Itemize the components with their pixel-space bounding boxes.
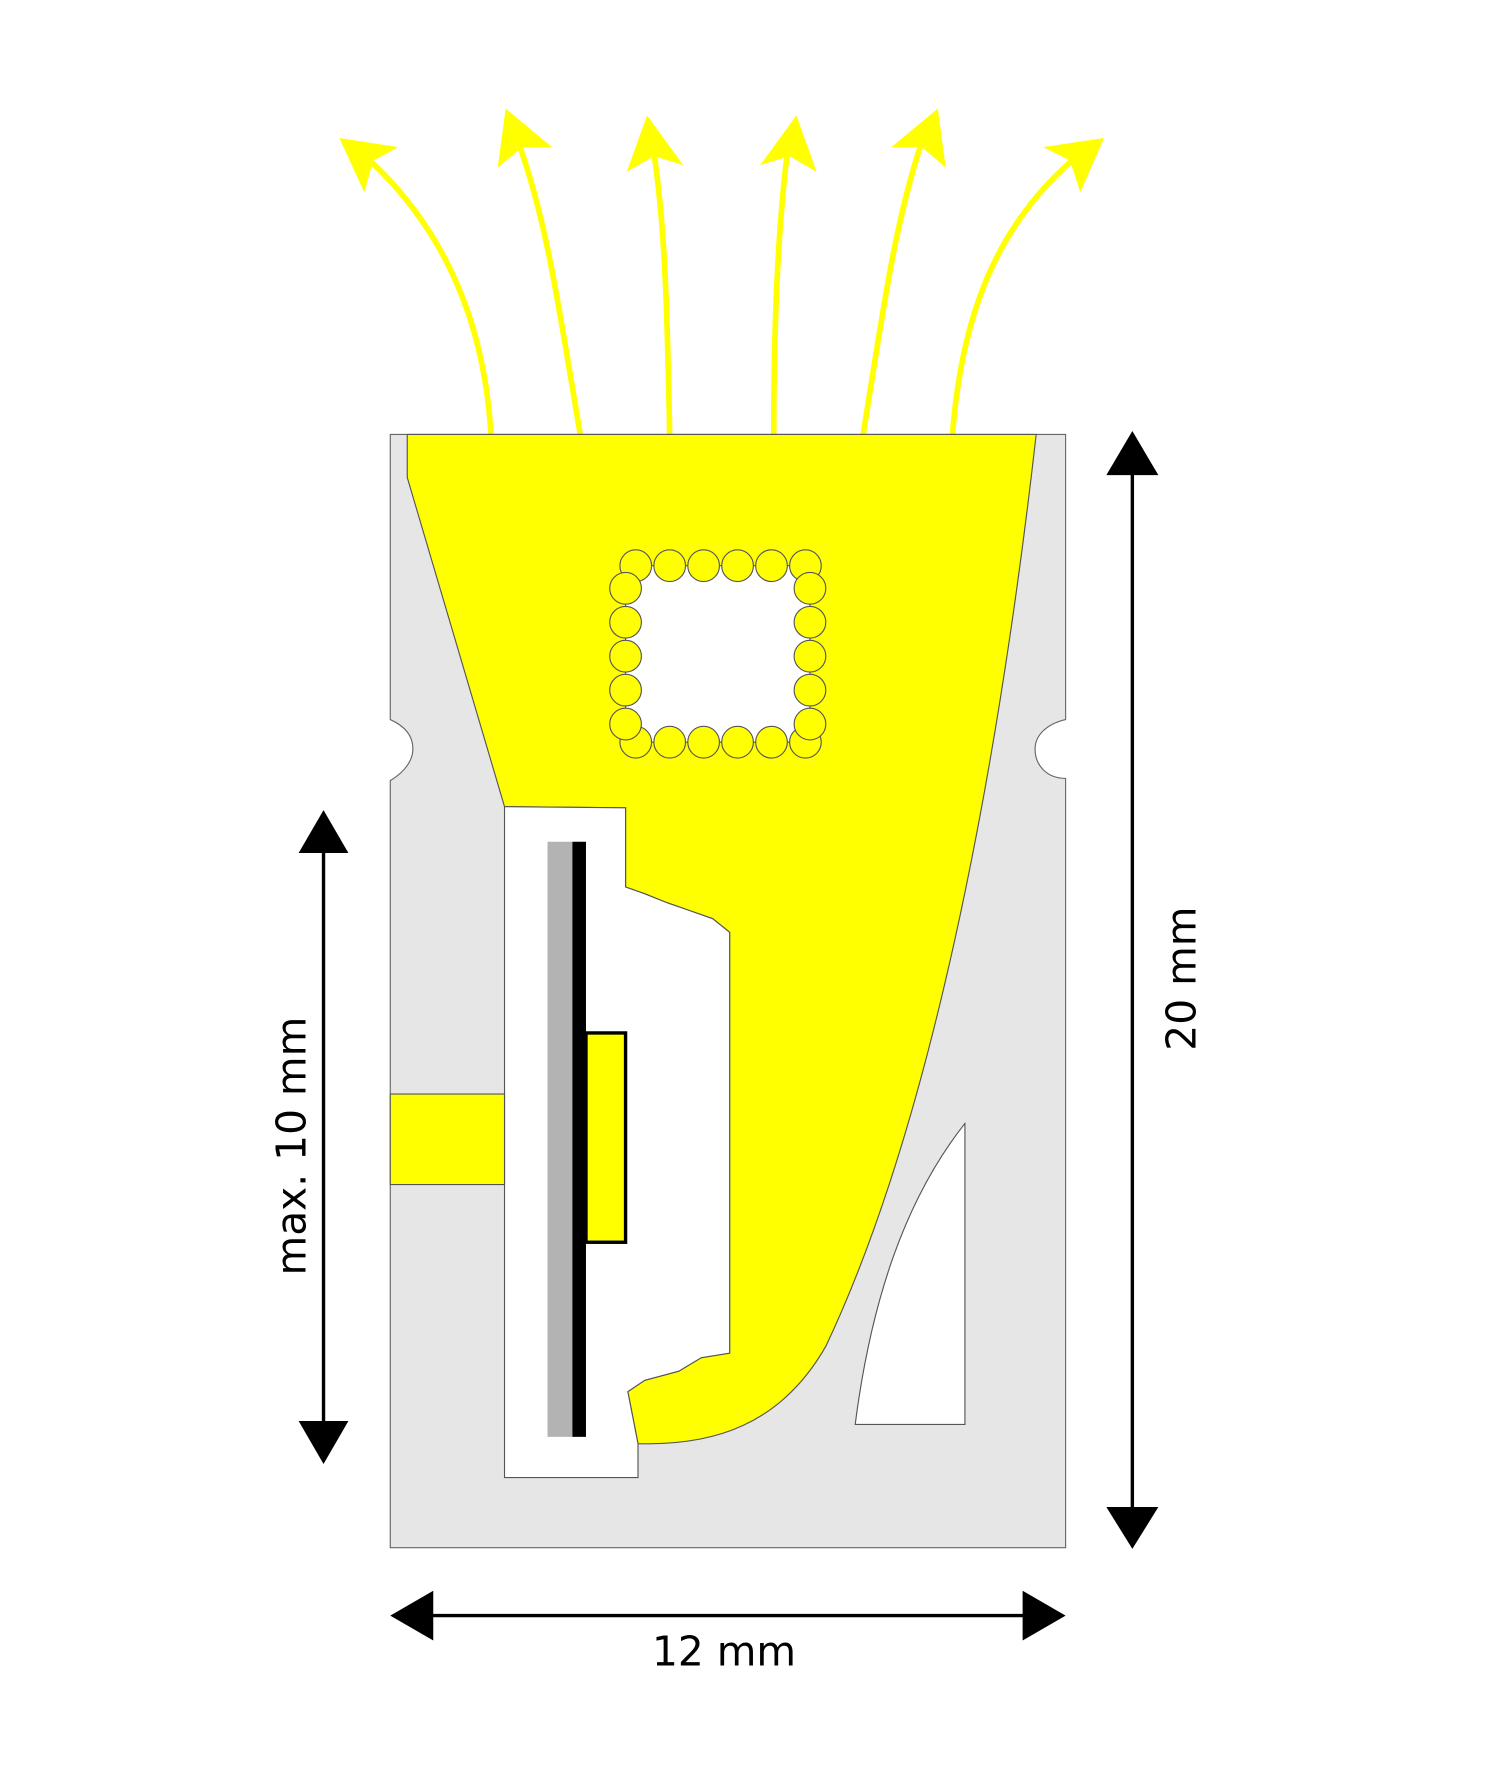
scallop <box>793 571 827 605</box>
arrow-up-icon <box>1106 431 1159 476</box>
height-label: 20 mm <box>1158 907 1206 1051</box>
arrow-up-icon <box>298 810 349 854</box>
arrowhead-icon <box>339 138 399 193</box>
scallop <box>653 549 687 583</box>
profile-slot <box>854 1121 966 1425</box>
arrowhead-icon <box>626 115 684 172</box>
light-ray-1 <box>365 156 494 435</box>
dimension-height: 20 mm <box>1106 431 1206 1549</box>
light-ray-6 <box>949 156 1077 435</box>
dimension-width: 12 mm <box>390 1590 1066 1675</box>
light-ray-2 <box>515 140 584 435</box>
scallop <box>653 725 687 759</box>
max-depth-label: max. 10 mm <box>267 1017 315 1276</box>
arrowhead-icon <box>891 108 946 168</box>
scallop <box>609 673 642 707</box>
scallop <box>609 707 642 741</box>
width-label: 12 mm <box>652 1627 796 1675</box>
pcb <box>547 841 573 1437</box>
light-ray-5 <box>860 140 925 435</box>
pcb-backing <box>572 841 586 1437</box>
light-arrowheads <box>339 108 1105 193</box>
scallop <box>687 725 721 759</box>
scallop <box>755 549 788 583</box>
arrow-left-icon <box>390 1590 434 1641</box>
light-rays <box>365 140 1077 435</box>
arrowhead-icon <box>1042 138 1105 193</box>
scallop <box>721 725 754 759</box>
light-ray-3 <box>651 152 673 435</box>
arrow-down-icon <box>298 1421 349 1465</box>
arrow-right-icon <box>1022 1590 1066 1641</box>
scallop <box>793 673 827 707</box>
scallop <box>609 571 642 605</box>
light-ray-4 <box>770 152 791 435</box>
scallop <box>609 605 642 639</box>
cavity-scallops <box>609 549 827 759</box>
led-chip <box>584 1031 628 1244</box>
scallop <box>755 725 788 759</box>
diffuser-cavity <box>625 565 811 743</box>
side-light-strip <box>389 1093 506 1186</box>
arrow-down-icon <box>1106 1506 1159 1549</box>
scallop <box>793 639 827 673</box>
scallop <box>687 549 721 583</box>
scallop <box>793 605 827 639</box>
dimension-depth: max. 10 mm <box>267 810 349 1465</box>
scallop <box>793 707 827 741</box>
scallop <box>721 549 754 583</box>
arrowhead-icon <box>760 115 817 172</box>
scallop <box>609 639 642 673</box>
arrowhead-icon <box>497 108 553 168</box>
